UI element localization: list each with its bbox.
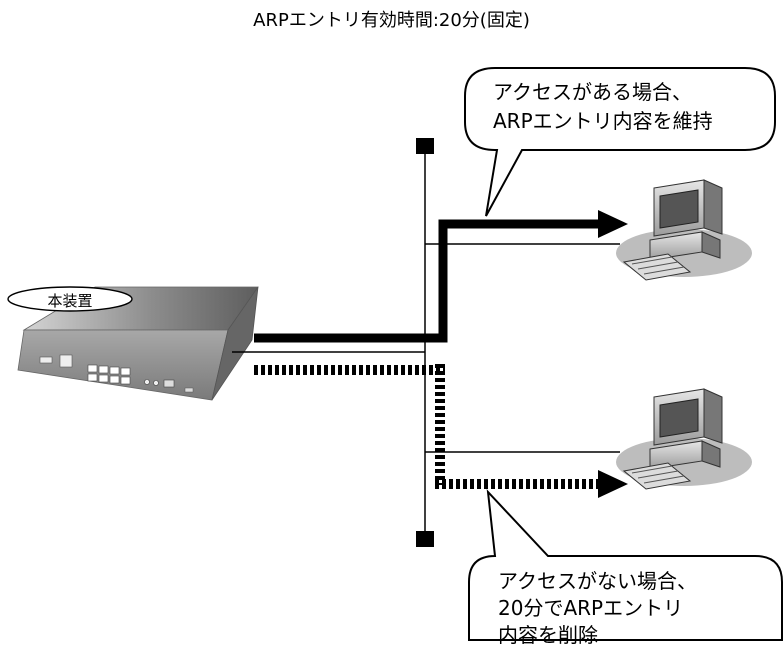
solid-access-arrow — [254, 210, 628, 343]
dashed-timeout-arrow — [254, 364, 628, 498]
top-bubble-text: アクセスがある場合、 ARPエントリ内容を維持 — [493, 78, 713, 136]
top-speech-bubble — [464, 67, 776, 217]
bottom-bubble-line-3: 内容を削除 — [498, 623, 598, 647]
device-label: 本装置 — [47, 292, 93, 310]
desktop-computer-icon — [616, 179, 752, 281]
desktop-computer-icon — [616, 388, 752, 490]
bottom-bubble-line-1: アクセスがない場合、 — [498, 569, 697, 593]
top-bubble-line-1: アクセスがある場合、 — [493, 80, 692, 104]
bottom-bubble-line-2: 20分でARPエントリ — [498, 596, 684, 620]
diagram-title: ARPエントリ有効時間:20分(固定) — [253, 10, 530, 31]
bottom-speech-bubble — [468, 489, 783, 641]
top-bubble-line-2: ARPエントリ内容を維持 — [493, 109, 713, 133]
device-label-bubble — [7, 286, 133, 312]
network-lines — [232, 138, 620, 547]
bottom-bubble-text: アクセスがない場合、 20分でARPエントリ 内容を削除 — [498, 568, 697, 649]
